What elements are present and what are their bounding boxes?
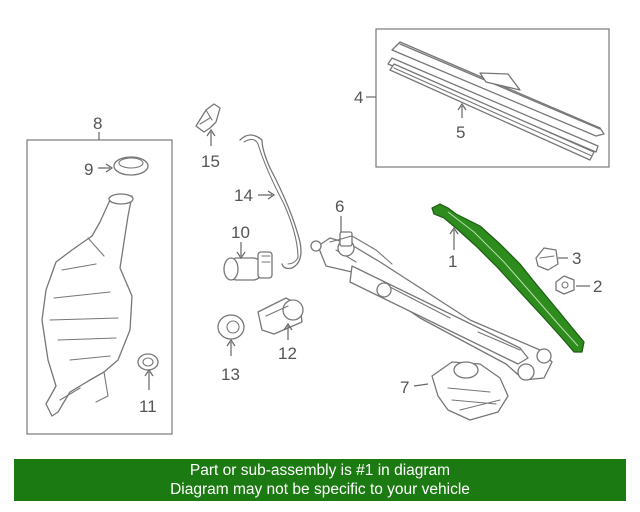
callout-2: 2 <box>576 277 602 296</box>
grommet <box>137 353 159 371</box>
callout-label-10: 10 <box>231 223 250 242</box>
reservoir-group <box>26 139 173 435</box>
pivot-nut <box>555 275 575 295</box>
callout-14: 14 <box>234 186 276 205</box>
banner-line-1: Part or sub-assembly is #1 in diagram <box>189 462 451 479</box>
hose-clip <box>195 103 221 133</box>
callout-8: 8 <box>93 114 102 140</box>
callout-7: 7 <box>400 378 429 397</box>
callout-label-1: 1 <box>448 252 457 271</box>
callout-label-6: 6 <box>335 197 344 216</box>
callout-15: 15 <box>201 128 220 171</box>
wiper-linkage <box>310 231 553 381</box>
callout-10: 10 <box>231 223 250 260</box>
callout-9: 9 <box>84 160 114 179</box>
wiper-blade-box <box>375 28 610 168</box>
pivot-cap <box>535 247 559 271</box>
callout-label-2: 2 <box>593 277 602 296</box>
reservoir-cap <box>113 156 149 176</box>
callout-4: 4 <box>354 88 376 107</box>
callout-label-5: 5 <box>456 123 465 142</box>
callout-label-3: 3 <box>572 249 581 268</box>
callout-label-11: 11 <box>139 397 157 416</box>
callout-12: 12 <box>278 322 297 363</box>
callout-label-13: 13 <box>221 365 240 384</box>
callout-label-9: 9 <box>84 160 93 179</box>
washer-pump <box>223 251 273 281</box>
wiper-blade-group <box>375 28 610 168</box>
pump-seal <box>217 314 245 340</box>
callout-label-4: 4 <box>354 88 363 107</box>
callout-label-8: 8 <box>93 114 102 133</box>
callout-13: 13 <box>221 338 240 384</box>
info-banner: Part or sub-assembly is #1 in diagram Di… <box>14 459 626 501</box>
wiper-arm <box>431 203 585 353</box>
banner-line-2: Diagram may not be specific to your vehi… <box>170 481 470 498</box>
parts-diagram: 1 2 3 4 5 6 7 8 9 10 11 12 <box>26 28 610 435</box>
callout-label-12: 12 <box>278 344 297 363</box>
callout-3: 3 <box>558 249 581 268</box>
callout-label-14: 14 <box>234 186 253 205</box>
washer-connector <box>257 297 304 335</box>
reservoir-tank <box>41 195 133 417</box>
callout-label-7: 7 <box>400 378 409 397</box>
callout-11: 11 <box>139 368 157 416</box>
callout-label-15: 15 <box>201 152 220 171</box>
wiper-motor <box>431 361 509 421</box>
callout-1: 1 <box>448 226 459 271</box>
callout-6: 6 <box>335 197 344 232</box>
callout-5: 5 <box>456 102 467 142</box>
washer-hose <box>239 134 302 270</box>
